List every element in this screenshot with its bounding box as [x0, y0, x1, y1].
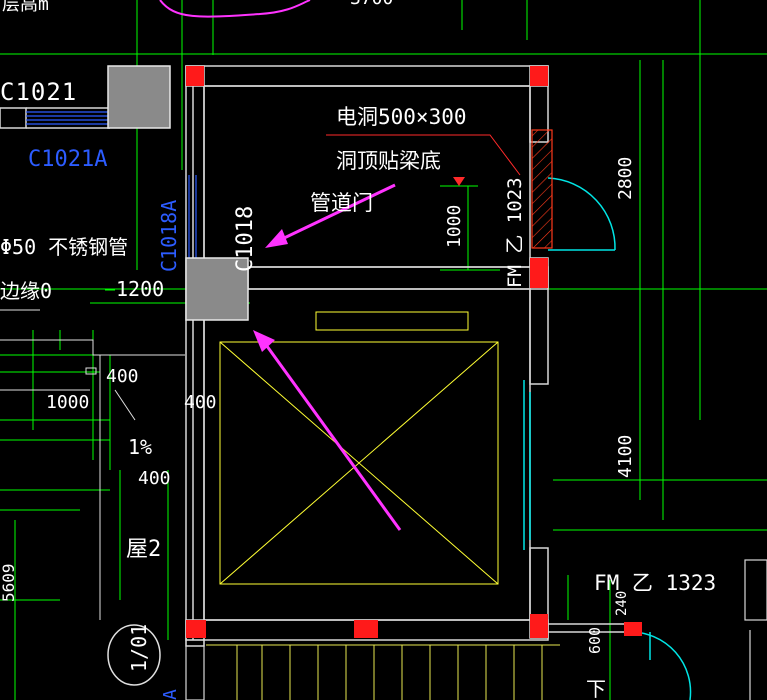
leader-lines [0, 309, 185, 620]
opening-leader [326, 134, 521, 176]
pipe-spec-label: Φ50 不锈钢管 [0, 235, 128, 259]
bottom-wall-piece [744, 559, 767, 621]
elevator-shaft [219, 311, 499, 585]
labels: 层高m 3700 C1021 C1021A C1018A C1018 Φ50 不… [0, 0, 716, 700]
dimension-400-a: 400 [106, 366, 139, 387]
dimension-1000-vertical: 1000 [444, 205, 465, 248]
window-label-c1018a: C1018A [157, 200, 181, 272]
level-triangle [453, 177, 465, 186]
top-curve [159, 0, 311, 18]
dimension-600: 600 [586, 627, 604, 654]
annotation-arrows [253, 183, 402, 531]
stair-edge [185, 639, 205, 700]
pipe-door-note: 管道门 [310, 191, 373, 215]
door-label-fmz1323: FM 乙 1323 [594, 571, 716, 595]
header-fragment: 层高m [2, 0, 49, 15]
window-label-c1018: C1018 [233, 206, 258, 272]
door-label-fmz1023: FM 乙 1023 [504, 177, 526, 288]
dimension-400-c: 400 [138, 468, 171, 489]
dimension-240: 240 [614, 591, 630, 616]
dimension-400-b: 400 [184, 392, 217, 413]
slope-label: 1% [128, 435, 152, 459]
top-dimension-fragment: 3700 [350, 0, 393, 9]
door-leaf-hatch [531, 129, 553, 249]
window-label-c1021a: C1021A [28, 147, 107, 172]
dimension-4100: 4100 [615, 435, 636, 478]
columns [107, 65, 249, 321]
dimension-1000: 1000 [46, 392, 89, 413]
roof-label: 屋2 [126, 537, 161, 562]
window-label-c1021: C1021 [0, 78, 77, 106]
red-columns [186, 66, 642, 638]
dimension-5609: 5609 [0, 563, 18, 602]
section-circle [107, 624, 161, 686]
stair-down-label: 下 [586, 677, 606, 700]
opening-note: 电洞500×300 [336, 105, 467, 129]
edge-letter-a: A [160, 689, 181, 700]
windows [26, 111, 197, 258]
elevator-door [523, 177, 692, 700]
opening-top-note: 洞顶贴梁底 [336, 149, 441, 173]
dimension-2800: 2800 [615, 157, 636, 200]
section-marker-label: 1/01 [127, 624, 151, 672]
stairs [206, 644, 560, 700]
edge-note-label: 边缘0 [0, 279, 52, 303]
dimension-1200: 1200 [116, 277, 164, 301]
